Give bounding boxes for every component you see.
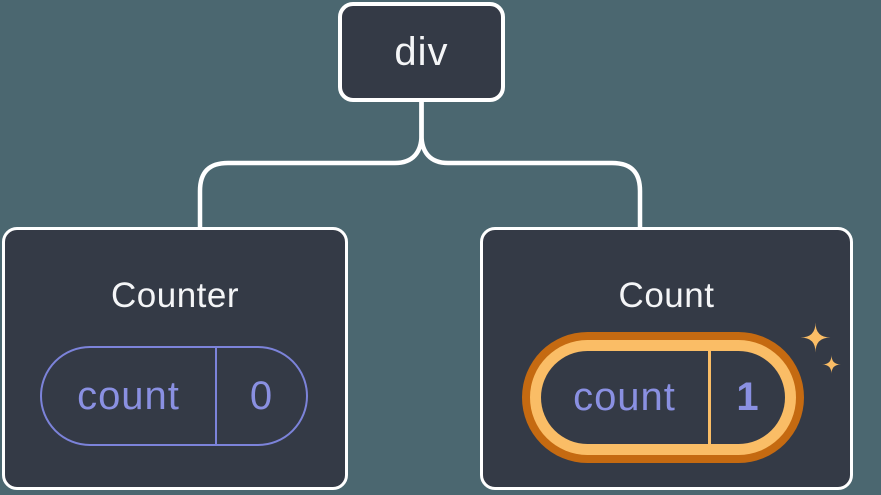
state-value-cell: 1 [711, 351, 785, 444]
state-value: 0 [249, 373, 274, 418]
state-key-cell: count [42, 348, 217, 444]
sparkle-large-icon [800, 322, 831, 353]
sparkle-small-icon [822, 355, 841, 374]
root-node: div [338, 2, 505, 102]
connector-branch-left [197, 96, 424, 232]
state-key: count [77, 373, 180, 418]
sparkles-icon [800, 322, 841, 374]
child-node-count: Count count 1 [480, 227, 853, 490]
node-title: Count [618, 276, 715, 315]
root-node-label: div [394, 29, 449, 74]
child-node-counter: Counter count 0 [2, 227, 348, 490]
state-value: 1 [736, 375, 760, 419]
highlight-ring-inner-band: count 1 [530, 340, 796, 455]
state-key: count [573, 375, 676, 419]
state-value-cell: 0 [217, 348, 306, 444]
state-key-cell: count [541, 351, 711, 444]
state-pill: count 0 [40, 346, 308, 446]
connector-branch-right [419, 96, 643, 232]
state-pill: count 1 [541, 351, 785, 444]
node-title: Counter [110, 276, 240, 315]
highlight-ring: count 1 [522, 332, 804, 463]
